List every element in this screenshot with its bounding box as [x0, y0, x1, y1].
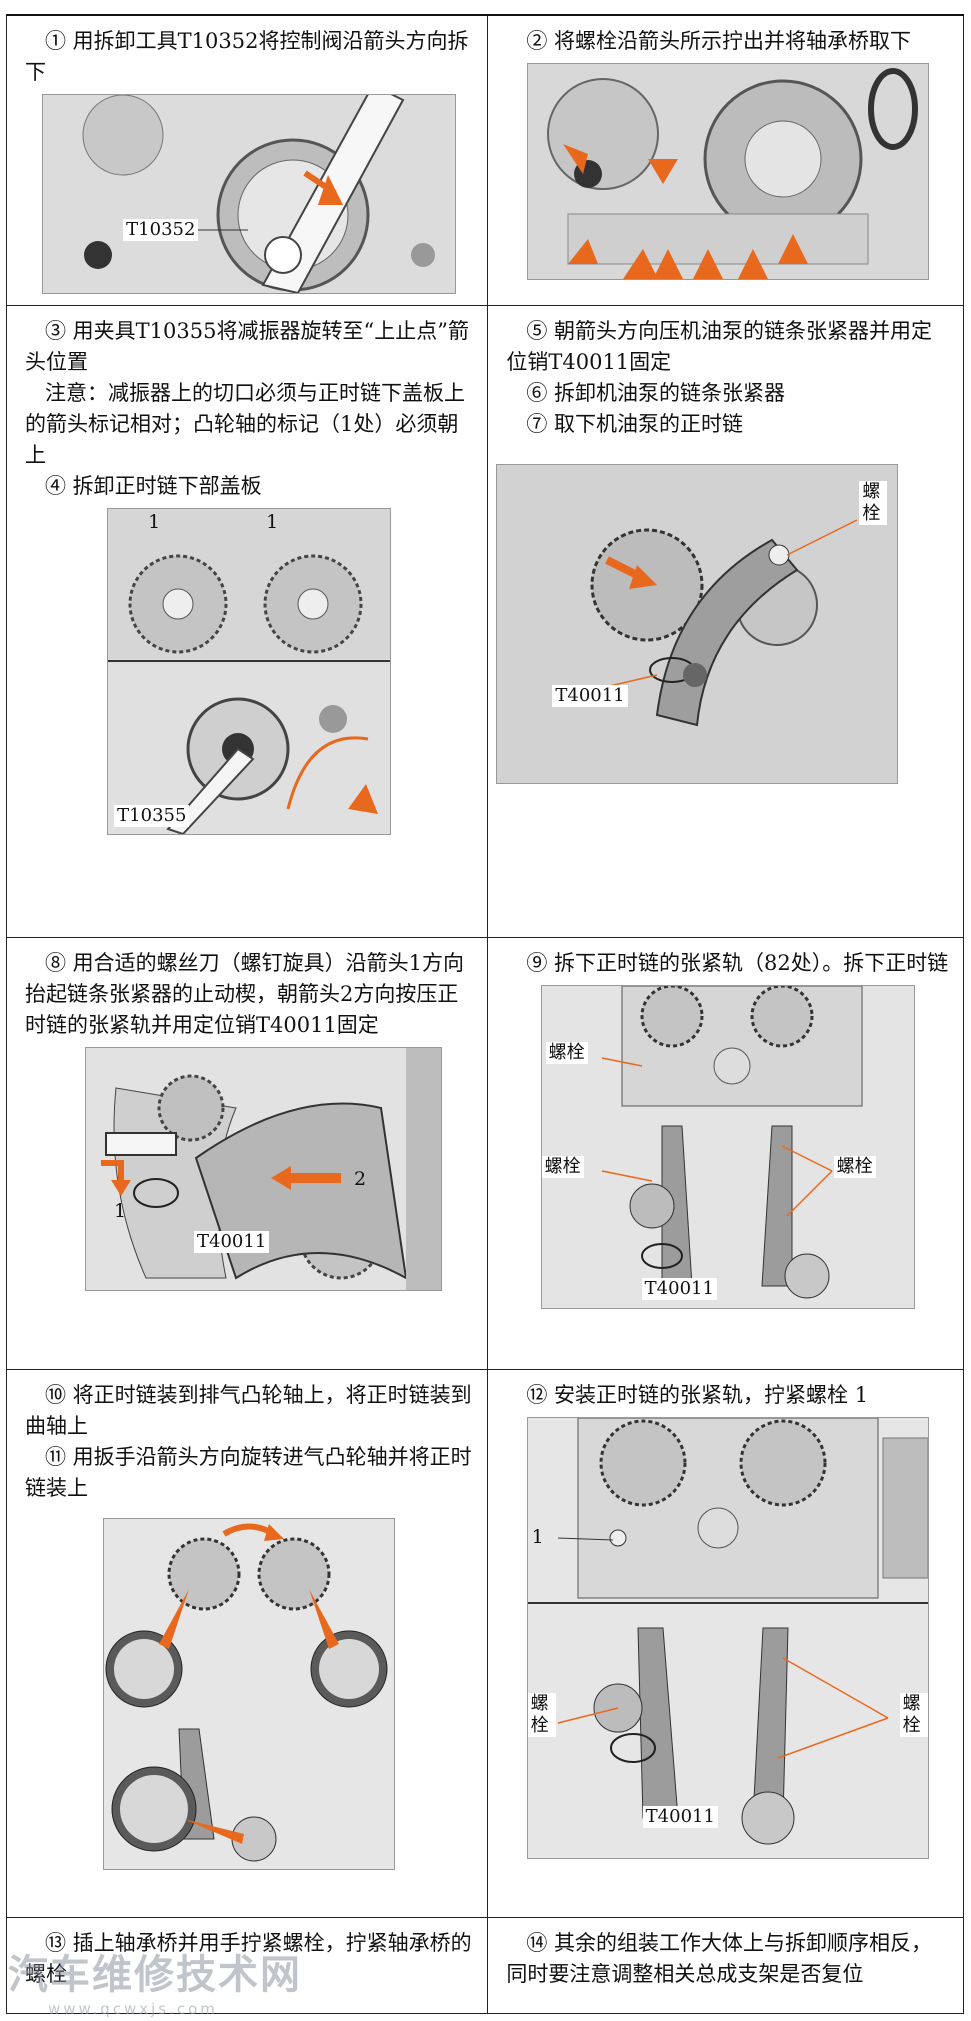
- step-3-note: 注意：减振器上的切口必须与正时链下盖板上的箭头标记相对；凸轮轴的标记（1处）必须…: [25, 380, 465, 467]
- step-5-text: ⑤ 朝箭头方向压机油泵的链条张紧器并用定位销T40011固定: [506, 318, 933, 374]
- step-3-text: ③ 用夹具T10355将减振器旋转至“上止点”箭头位置: [25, 318, 469, 374]
- step-10-text: ⑩ 将正时链装到排气凸轮轴上，将正时链装到曲轴上: [25, 1382, 472, 1438]
- step-9-text: ⑨ 拆下正时链的张紧轨（82处）。拆下正时链: [526, 950, 949, 975]
- pin-label-t40011: T40011: [552, 684, 628, 707]
- step-cell-8: ⑫ 安装正时链的张紧轨，拧紧螺栓 1: [487, 1368, 964, 1918]
- tool-label-t10352: T10352: [123, 219, 199, 241]
- step-cell-1: ① 用拆卸工具T10352将控制阀沿箭头方向拆下 T10352: [5, 14, 489, 306]
- step-14-text: ⑭ 其余的组装工作大体上与拆卸顺序相反，同时要注意调整相关总成支架是否复位: [506, 1930, 933, 1986]
- step-8-text: ⑧ 用合适的螺丝刀（螺钉旋具）沿箭头1方向抬起链条张紧器的止动楔，朝箭头2方向按…: [25, 950, 465, 1037]
- pin-label-t40011: T40011: [194, 1230, 270, 1253]
- step-cell-2: ② 将螺栓沿箭头所示拧出并将轴承桥取下: [487, 14, 964, 306]
- tool-label-t10355: T10355: [114, 804, 190, 827]
- step-cell-3: ③ 用夹具T10355将减振器旋转至“上止点”箭头位置 注意：减振器上的切口必须…: [5, 304, 489, 938]
- arrow-label-2: 2: [354, 1167, 367, 1190]
- step-7-text: ⑦ 取下机油泵的正时链: [526, 411, 744, 436]
- figure-damper-and-cover: 1 1 T10355: [107, 507, 392, 835]
- bolt-label-left: 螺栓: [541, 1155, 584, 1178]
- step-cell-9: ⑬ 插上轴承桥并用手拧紧螺栓，拧紧轴承桥的螺栓: [5, 1916, 489, 2014]
- step-cell-4: ⑤ 朝箭头方向压机油泵的链条张紧器并用定位销T40011固定 ⑥ 拆卸机油泵的链…: [487, 304, 964, 938]
- arrow-label-1: 1: [114, 1199, 127, 1222]
- step-6-text: ⑥ 拆卸机油泵的链条张紧器: [526, 380, 786, 405]
- figure-chain-installation: [103, 1517, 396, 1870]
- bolt-label-top: 螺栓: [545, 1041, 588, 1064]
- bolt-label-1: 1: [531, 1525, 544, 1548]
- pin-label-t40011: T40011: [642, 1805, 718, 1828]
- bolt-label-right: 螺栓: [899, 1692, 928, 1737]
- watermark-url: www.qcwxjs.com: [48, 2000, 218, 2018]
- procedure-table: ① 用拆卸工具T10352将控制阀沿箭头方向拆下 T10352: [5, 14, 964, 2014]
- bolt-label-left: 螺栓: [527, 1692, 556, 1737]
- mark-label-1a: 1: [148, 510, 161, 533]
- figure-control-valve: T10352: [42, 94, 457, 294]
- figure-tensioner-wedge: 1 2 T40011: [85, 1046, 442, 1291]
- step-13-text: ⑬ 插上轴承桥并用手拧紧螺栓，拧紧轴承桥的螺栓: [25, 1930, 472, 1986]
- figure-tension-rail-removal: 螺栓 螺栓 螺栓 T40011: [540, 984, 915, 1309]
- bolt-label-right: 螺栓: [833, 1155, 876, 1178]
- pin-label-t40011: T40011: [641, 1277, 717, 1300]
- step-cell-6: ⑨ 拆下正时链的张紧轨（82处）。拆下正时链: [487, 936, 964, 1370]
- mark-label-1b: 1: [266, 510, 279, 533]
- watermark-main: 汽车维修技术网: [8, 1952, 302, 1998]
- step-cell-10: ⑭ 其余的组装工作大体上与拆卸顺序相反，同时要注意调整相关总成支架是否复位: [487, 1916, 964, 2014]
- step-11-text: ⑪ 用扳手沿箭头方向旋转进气凸轮轴并将正时链装上: [25, 1444, 472, 1500]
- watermark: 汽车维修技术网 www.qcwxjs.com: [8, 1942, 302, 2018]
- figure-bearing-bridge: [526, 63, 929, 280]
- figure-oil-pump-tensioner: 螺栓 T40011: [496, 463, 899, 784]
- step-cell-7: ⑩ 将正时链装到排气凸轮轴上，将正时链装到曲轴上 ⑪ 用扳手沿箭头方向旋转进气凸…: [5, 1368, 489, 1918]
- step-12-text: ⑫ 安装正时链的张紧轨，拧紧螺栓 1: [526, 1382, 869, 1407]
- bolt-label: 螺栓: [859, 480, 888, 525]
- step-4-text: ④ 拆卸正时链下部盖板: [45, 473, 262, 498]
- step-cell-5: ⑧ 用合适的螺丝刀（螺钉旋具）沿箭头1方向抬起链条张紧器的止动楔，朝箭头2方向按…: [5, 936, 489, 1370]
- procedure-grid: ① 用拆卸工具T10352将控制阀沿箭头方向拆下 T10352: [5, 14, 964, 2014]
- step-2-text: ② 将螺栓沿箭头所示拧出并将轴承桥取下: [526, 29, 912, 53]
- figure-tension-rail-install: 1 螺栓 螺栓 T40011: [526, 1416, 929, 1859]
- step-1-text: ① 用拆卸工具T10352将控制阀沿箭头方向拆下: [25, 29, 469, 84]
